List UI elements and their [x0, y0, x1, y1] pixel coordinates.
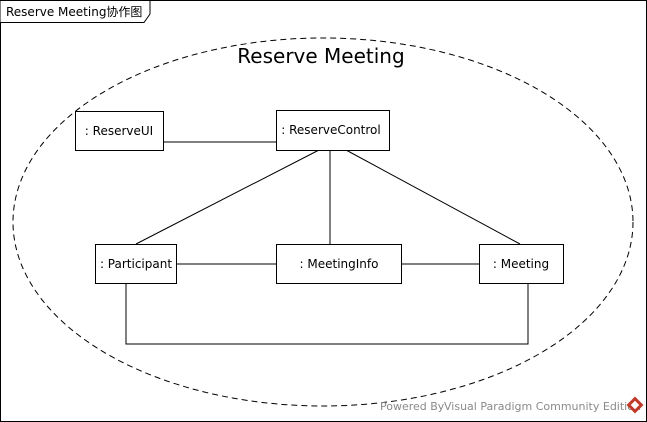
collaboration-title: Reserve Meeting [237, 44, 404, 68]
object-meeting-info[interactable]: : MeetingInfo [276, 244, 402, 284]
object-participant[interactable]: : Participant [95, 244, 177, 284]
object-participant-label: : Participant [100, 257, 172, 271]
link-participant-meeting [125, 284, 529, 345]
object-reserve-control-label: : ReserveControl [281, 123, 380, 137]
footer-product-name: Visual Paradigm Community Edition [444, 400, 641, 413]
frame-title-tab [0, 0, 151, 23]
object-meeting[interactable]: : Meeting [479, 244, 564, 284]
link-reservecontrol-meeting [345, 149, 521, 245]
visual-paradigm-logo-icon [626, 396, 644, 414]
frame-title: Reserve Meeting协作图 [6, 4, 142, 19]
object-reserve-ui-label: : ReserveUI [85, 124, 153, 138]
object-meeting-info-label: : MeetingInfo [300, 257, 379, 271]
collaboration-boundary [12, 37, 634, 407]
object-reserve-ui[interactable]: : ReserveUI [75, 111, 164, 151]
object-reserve-control[interactable]: : ReserveControl [276, 110, 390, 151]
footer-powered-by: Powered By [380, 400, 445, 413]
link-reservecontrol-participant [135, 149, 320, 245]
object-meeting-label: : Meeting [493, 257, 549, 271]
